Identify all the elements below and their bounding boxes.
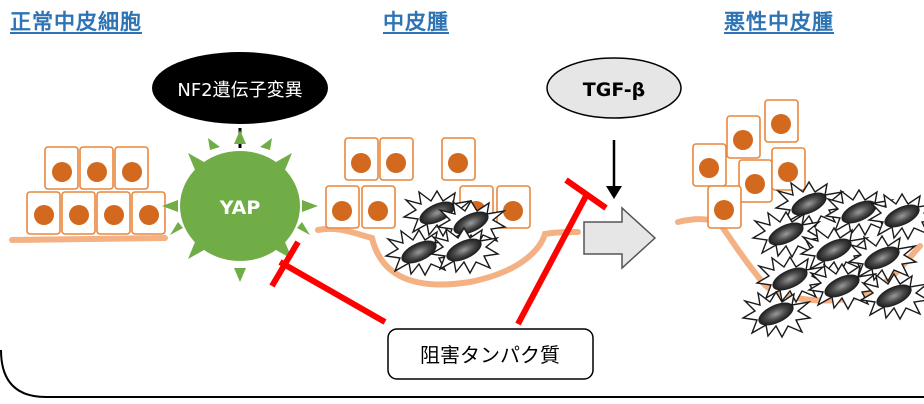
normal-cells-group: [9, 146, 168, 243]
tgf-beta-label: TGF-β: [583, 79, 645, 101]
title-malignant-mesothelioma: 悪性中皮腫: [724, 10, 834, 34]
malignant-tissue-group: [675, 99, 924, 338]
inhibit-tgf-beta-line: [515, 177, 608, 326]
inhibitor-protein-label: 阻害タンパク質: [420, 343, 560, 367]
yap-label: YAP: [219, 197, 261, 219]
cell-row-bottom: [26, 191, 166, 235]
cell-row-top: [44, 146, 149, 190]
tumor-cells-malignant: [742, 181, 924, 338]
basement-membrane-1: [9, 235, 168, 243]
nf2-mutation-label: NF2遺伝子変異: [177, 80, 302, 101]
tumor-cells-mesothelioma: [385, 190, 506, 276]
tgf-beta-arrowhead: [606, 186, 622, 199]
progression-arrow: [583, 206, 657, 270]
inhibitor-protein-box: [387, 328, 594, 380]
inhibit-yap-line: [269, 240, 387, 325]
yap-star: [162, 130, 318, 282]
title-normal-mesothelial: 正常中皮細胞: [10, 10, 142, 34]
title-mesothelioma: 中皮腫: [383, 10, 449, 34]
nf2-mutation-oval: [152, 52, 328, 124]
mesothelioma-tissue-group: [315, 137, 581, 288]
frame-border: [0, 349, 924, 398]
basement-membrane-2: [315, 226, 581, 288]
tgf-beta-oval: [546, 57, 682, 119]
